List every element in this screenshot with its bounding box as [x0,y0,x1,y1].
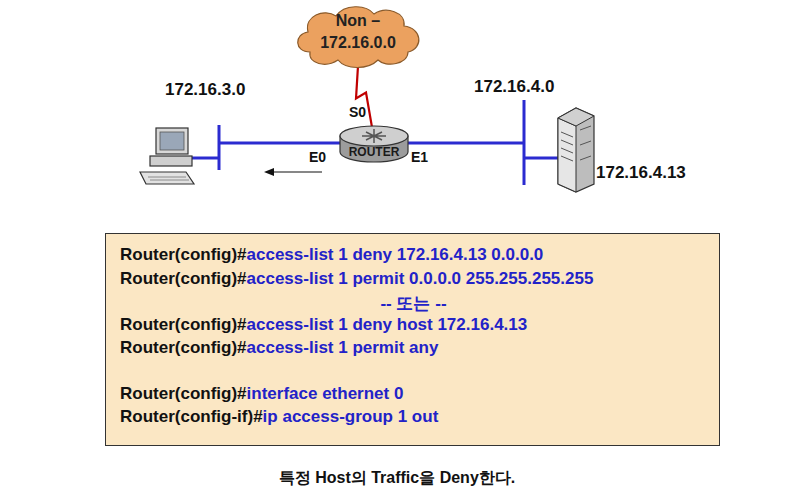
figure-caption: 특정 Host의 Traffic을 Deny한다. [0,468,794,489]
arrow-head [264,168,274,176]
ethernet-link [219,142,340,145]
host-address: 172.16.4.13 [596,163,686,183]
config-line: Router(config)#access-list 1 permit any [120,338,438,358]
separator-text: -- 또는 -- [380,294,446,313]
config-line: Router(config-if)#ip access-group 1 out [120,407,438,427]
router-label: ROUTER [338,145,410,159]
cli-command: interface ethernet 0 [247,384,404,403]
cloud-network: Non – 172.16.0.0 [290,2,426,70]
cli-prompt: Router(config)# [120,315,247,334]
pc-icon [140,128,194,184]
cli-command: access-list 1 deny 172.16.4.13 0.0.0.0 [247,245,544,264]
config-line: Router(config)#interface ethernet 0 [120,384,403,404]
interface-name: S0 [349,104,366,120]
host-link [190,157,219,160]
server-link [524,157,558,160]
network-address: 172.16.3.0 [165,80,245,100]
config-line: Router(config)#access-list 1 permit 0.0.… [120,269,593,289]
cli-prompt: Router(config)# [120,338,247,357]
config-line: Router(config)#access-list 1 deny host 1… [120,315,527,335]
cli-prompt: Router(config-if)# [120,407,263,426]
config-line: -- 또는 -- [106,292,721,315]
cli-command: ip access-group 1 out [263,407,439,426]
cloud-label: Non – 172.16.0.0 [306,10,410,54]
cli-prompt: Router(config)# [120,269,247,288]
cli-command: access-list 1 permit 0.0.0.0 255.255.255… [247,269,594,288]
network-address: 172.16.4.0 [474,77,554,97]
cli-command: access-list 1 permit any [247,338,439,357]
interface-name: E0 [309,149,326,165]
server-icon [558,108,594,192]
config-box: Router(config)#access-list 1 deny 172.16… [105,233,720,446]
cli-command: access-list 1 deny host 172.16.4.13 [247,315,528,334]
ethernet-link [408,142,524,145]
cloud-outline [298,7,419,68]
cli-prompt: Router(config)# [120,245,247,264]
ethernet-segment [218,125,221,170]
direction-arrow [272,171,322,172]
interface-name: E1 [411,149,428,165]
config-line: Router(config)#access-list 1 deny 172.16… [120,245,543,265]
cli-prompt: Router(config)# [120,384,247,403]
router-icon: ROUTER [338,124,410,164]
